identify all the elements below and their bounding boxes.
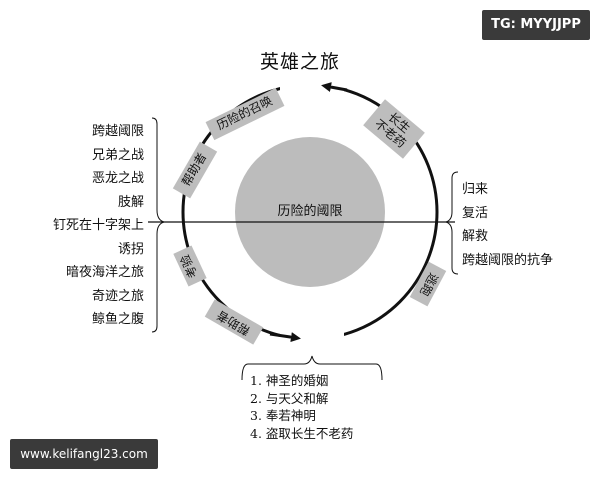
list-item: 1. 神圣的婚姻 — [250, 373, 329, 388]
center-label: 历险的阈限 — [277, 204, 343, 219]
left-bracket — [151, 117, 166, 333]
top-arrow — [321, 82, 348, 92]
diagram-title: 英雄之旅 — [259, 51, 340, 73]
threshold-disc — [235, 137, 385, 287]
list-item: 鲸鱼之腹 — [91, 312, 144, 327]
list-item: 诱拐 — [117, 241, 144, 257]
list-item: 归来 — [462, 182, 489, 197]
top-watermark: TG: MYYJJPP — [482, 10, 590, 40]
list-item: 奇迹之旅 — [91, 288, 144, 304]
arc-gap-bottom — [280, 332, 344, 348]
list-item: 3. 奉若神明 — [250, 408, 316, 423]
right-bracket — [444, 171, 459, 275]
right-stage-list: 归来 复活 解救 跨越阈限的抗争 — [462, 178, 592, 272]
list-item: 兄弟之战 — [91, 147, 144, 163]
list-item: 钉死在十字架上 — [52, 218, 144, 233]
left-stage-list: 跨越阈限 兄弟之战 恶龙之战 肢解 钉死在十字架上 诱拐 暗夜海洋之旅 奇迹之旅… — [30, 120, 144, 332]
list-item: 解救 — [462, 229, 489, 244]
arc-gap-top — [280, 76, 344, 92]
list-item: 4. 盗取长生不老药 — [250, 425, 354, 441]
bottom-watermark: www.kelifangl23.com — [10, 439, 158, 469]
list-item: 2. 与天父和解 — [250, 390, 329, 406]
list-item: 恶龙之战 — [91, 171, 144, 186]
list-item: 跨越阈限 — [91, 124, 144, 139]
bottom-arrow — [269, 332, 301, 343]
list-item: 复活 — [462, 205, 489, 221]
list-item: 肢解 — [117, 194, 144, 210]
list-item: 跨越阈限的抗争 — [462, 252, 554, 268]
list-item: 暗夜海洋之旅 — [65, 265, 144, 280]
bottom-bracket — [241, 355, 383, 381]
bottom-stage-list: 1. 神圣的婚姻 2. 与天父和解 3. 奉若神明 4. 盗取长生不老药 — [250, 372, 390, 442]
